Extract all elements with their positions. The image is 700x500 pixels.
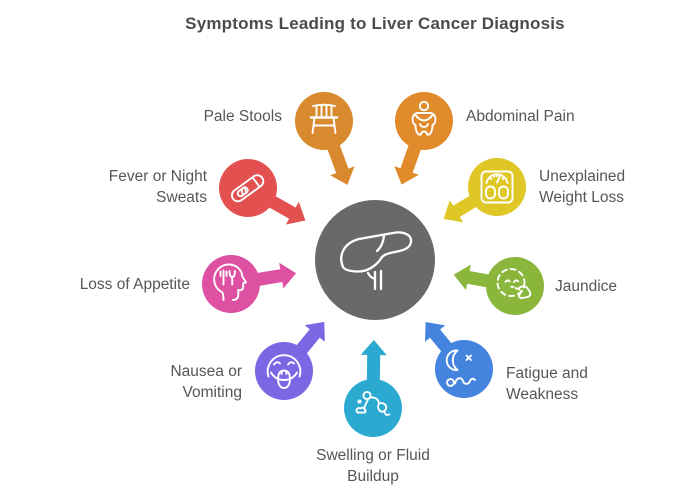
weighing-scale-icon	[480, 170, 514, 204]
label-fatigue: Fatigue and Weakness	[506, 365, 588, 403]
symptom-circle-appetite	[202, 255, 260, 313]
arrow-swelling	[360, 340, 387, 385]
arrow-weight-loss	[443, 193, 480, 223]
label-fever: Fever or Night Sweats	[108, 168, 207, 206]
liver-icon	[340, 231, 413, 291]
symptom-circle-pale-stools	[295, 92, 353, 150]
crawling-person-icon	[355, 390, 391, 416]
thermometer-icon	[230, 174, 265, 203]
sleeping-person-moon-icon	[445, 349, 476, 387]
symptom-circle-fatigue	[435, 340, 493, 398]
label-jaundice: Jaundice	[555, 278, 618, 295]
arrow-jaundice	[453, 264, 493, 291]
arrow-appetite	[253, 262, 297, 289]
jaundiced-face-icon	[496, 268, 532, 300]
arrow-nausea	[294, 321, 325, 357]
label-appetite: Loss of Appetite	[79, 276, 190, 293]
head-with-cutlery-icon	[213, 263, 247, 301]
symptom-circle-fever	[219, 159, 277, 217]
stool-chair-icon	[309, 103, 339, 134]
arrow-pale-stools	[326, 141, 355, 185]
label-swelling: Swelling or Fluid Buildup	[316, 447, 430, 485]
person-holding-stomach-icon	[411, 100, 437, 136]
center-circle	[315, 200, 435, 320]
arrow-fever	[265, 194, 306, 225]
label-nausea: Nausea or Vomiting	[170, 363, 242, 401]
symptom-circle-jaundice	[486, 257, 544, 315]
symptom-circle-weight-loss	[468, 158, 526, 216]
label-weight-loss: Unexplained Weight Loss	[539, 168, 626, 206]
nauseated-face-icon	[266, 354, 302, 389]
arrow-abdominal-pain	[394, 141, 423, 185]
label-abdominal-pain: Abdominal Pain	[466, 108, 575, 125]
symptom-circle-swelling	[344, 379, 402, 437]
label-pale-stools: Pale Stools	[203, 108, 282, 125]
page-title: Symptoms Leading to Liver Cancer Diagnos…	[185, 14, 565, 33]
